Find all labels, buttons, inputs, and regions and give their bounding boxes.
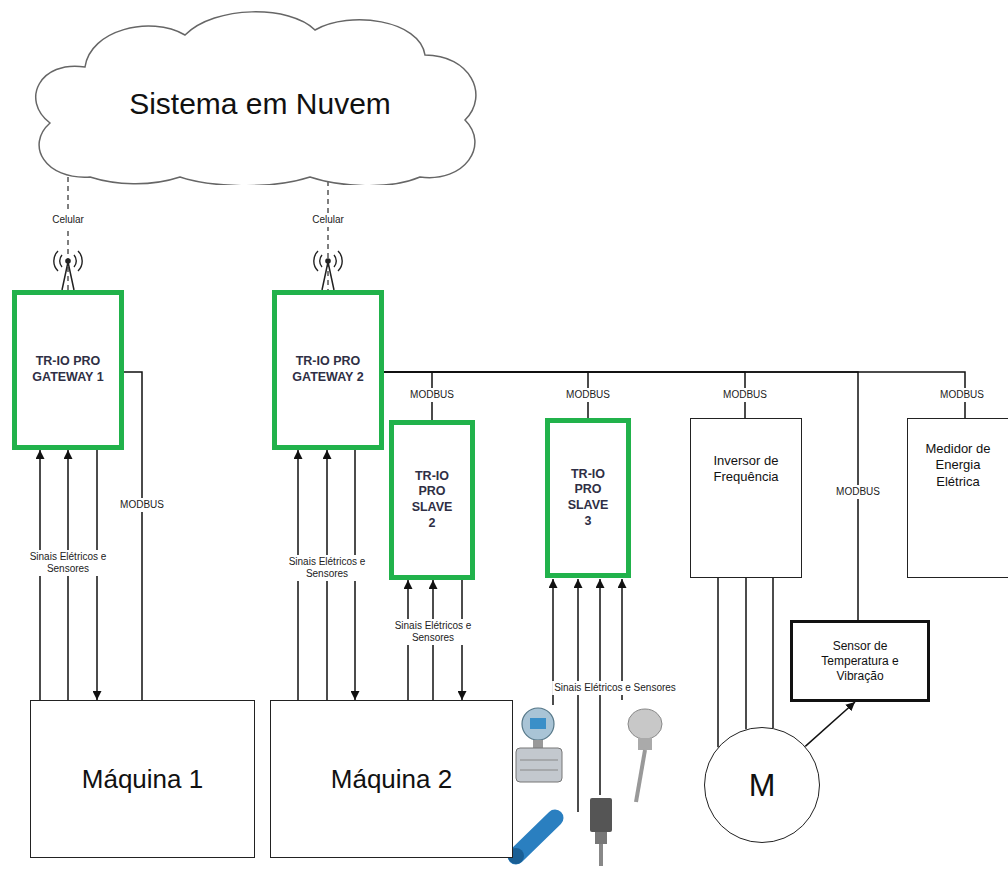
cloud-system: Sistema em Nuvem [20, 5, 480, 185]
thermocouple-picture [628, 709, 662, 802]
connector [384, 372, 588, 418]
connector-label: MODBUS [118, 498, 166, 512]
machine-box: Máquina 2 [270, 700, 513, 858]
connector-label: Sinais Elétricos e Sensores [273, 555, 381, 581]
connector [772, 578, 774, 728]
pressure-transmitter-picture [516, 708, 562, 782]
connector [717, 578, 719, 747]
cellular-link [67, 177, 69, 290]
connector-label: Celular [310, 213, 346, 227]
connector-label: MODBUS [564, 388, 612, 402]
node-text: TR-IO PRO GATEWAY 1 [32, 354, 104, 385]
connector-label: MODBUS [721, 388, 769, 402]
antenna-symbol [54, 251, 82, 290]
connector [805, 702, 855, 746]
connector [124, 372, 142, 700]
node-text: Medidor de Energia Elétrica [915, 441, 1001, 490]
temperature-vibration-sensor-box: Sensor de Temperatura e Vibração [790, 620, 930, 702]
node-text: TR-IO PRO SLAVE 2 [407, 469, 457, 532]
inverter-box: Inversor de Frequência [690, 418, 802, 578]
connector-label: MODBUS [834, 485, 882, 499]
node-text: TR-IO PRO SLAVE 3 [563, 467, 613, 530]
gateway-box: TR-IO PRO GATEWAY 1 [12, 290, 124, 450]
connector-label: MODBUS [408, 388, 456, 402]
connector [384, 372, 965, 418]
proximity-sensor-picture [508, 818, 555, 864]
connector-label: Sinais Elétricos e Sensores [383, 619, 483, 645]
connector-label: Celular [50, 213, 86, 227]
node-text: Inversor de Frequência [700, 453, 792, 486]
pressure-sensor-picture [590, 798, 612, 866]
connector-label: Sinais Elétricos e Sensores [23, 550, 113, 576]
cloud-shape [36, 12, 476, 185]
node-text: M [749, 765, 776, 805]
node-text: Máquina 1 [82, 763, 203, 796]
slave-box: TR-IO PRO SLAVE 2 [389, 420, 475, 580]
connector [384, 372, 745, 418]
antenna-symbol [314, 251, 342, 290]
machine-box: Máquina 1 [30, 700, 255, 858]
gateway-box: TR-IO PRO GATEWAY 2 [272, 290, 384, 450]
connector [384, 372, 858, 620]
node-text: Sistema em Nuvem [129, 85, 391, 123]
sensor-signal-arrows [553, 579, 622, 812]
cellular-link [327, 181, 329, 290]
slave-box: TR-IO PRO SLAVE 3 [545, 418, 631, 578]
motor-circle: M [704, 727, 820, 843]
connector [745, 578, 747, 729]
node-text: Sensor de Temperatura e Vibração [810, 639, 910, 684]
node-text: Máquina 2 [331, 763, 452, 796]
signal-label: Sinais Elétricos e Sensores [552, 681, 678, 695]
node-text: TR-IO PRO GATEWAY 2 [292, 354, 364, 385]
energy-meter-box: Medidor de Energia Elétrica [907, 418, 1008, 578]
connector-label: MODBUS [938, 388, 986, 402]
